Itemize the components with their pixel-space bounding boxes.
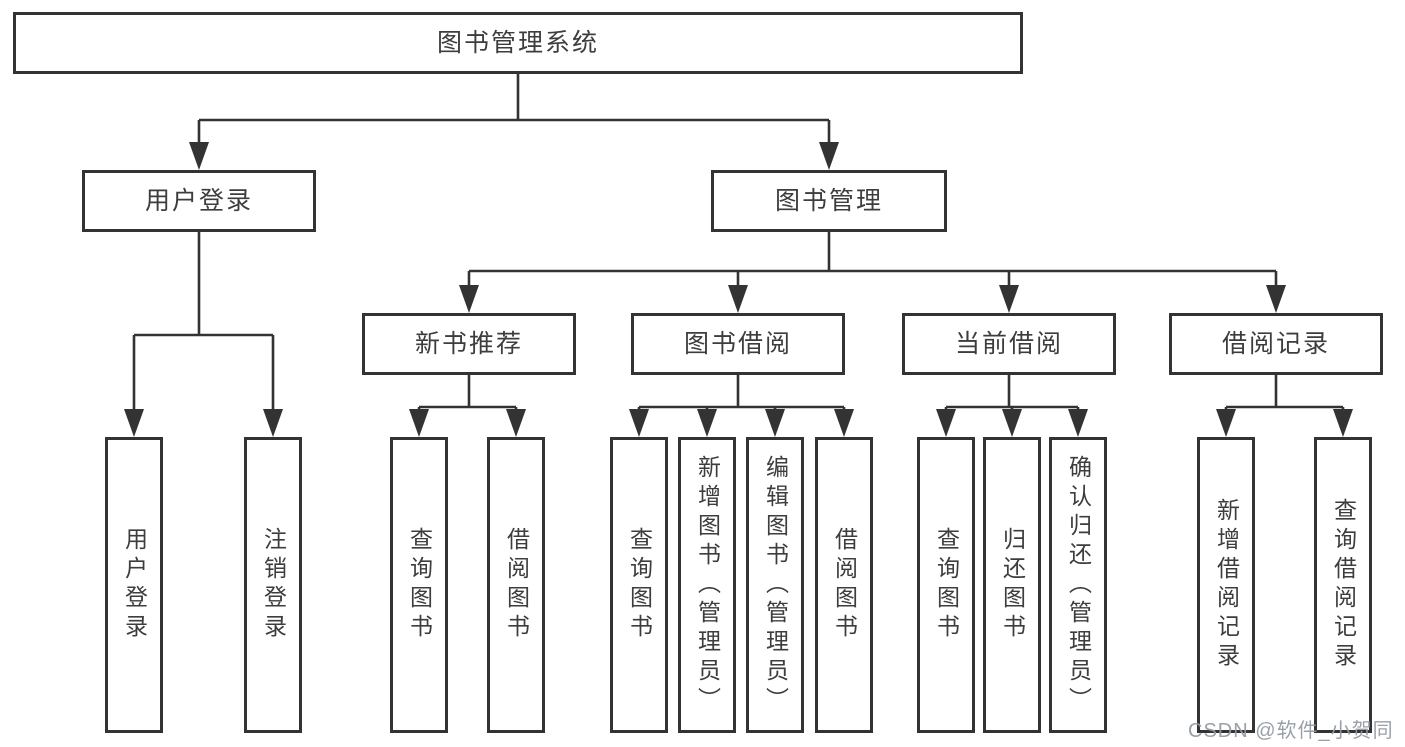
arrowhead bbox=[506, 409, 526, 437]
leaf-borrow-borrow-book: 借阅图书 bbox=[815, 437, 873, 733]
node-current-borrow: 当前借阅 bbox=[902, 313, 1116, 375]
leaf-user-login: 用户登录 bbox=[105, 437, 163, 733]
node-new-book-recommend: 新书推荐 bbox=[362, 313, 576, 375]
arrowhead bbox=[1002, 409, 1022, 437]
arrowhead bbox=[1333, 409, 1353, 437]
connector-book-borrow-to-children bbox=[637, 375, 846, 416]
arrowhead bbox=[936, 409, 956, 437]
leaf-newbook-query-book: 查询图书 bbox=[390, 437, 448, 733]
leaf-current-return-book: 归还图书 bbox=[983, 437, 1041, 733]
arrowhead bbox=[629, 409, 649, 437]
arrowhead bbox=[697, 409, 717, 437]
leaf-borrow-query-book: 查询图书 bbox=[610, 437, 668, 733]
connector-new-book-to-children bbox=[417, 375, 518, 416]
leaf-borrow-edit-book-admin: 编辑图书（管理员） bbox=[746, 437, 804, 733]
node-book-borrow: 图书借阅 bbox=[631, 313, 845, 375]
leaf-record-query-borrow-record: 查询借阅记录 bbox=[1314, 437, 1372, 733]
arrowhead bbox=[819, 142, 839, 170]
arrowhead bbox=[124, 409, 144, 437]
arrowhead bbox=[999, 285, 1019, 313]
arrowhead bbox=[834, 409, 854, 437]
connector-user-login-to-children bbox=[132, 232, 275, 416]
leaf-record-add-borrow-record: 新增借阅记录 bbox=[1197, 437, 1255, 733]
arrowhead bbox=[728, 285, 748, 313]
leaf-logout: 注销登录 bbox=[244, 437, 302, 733]
arrowhead bbox=[1068, 409, 1088, 437]
arrowhead bbox=[409, 409, 429, 437]
arrowhead bbox=[263, 409, 283, 437]
node-borrow-record: 借阅记录 bbox=[1169, 313, 1383, 375]
connector-root-to-level2 bbox=[197, 68, 831, 148]
arrowhead bbox=[765, 409, 785, 437]
arrowhead bbox=[1266, 285, 1286, 313]
leaf-current-query-book: 查询图书 bbox=[917, 437, 975, 733]
node-book-management: 图书管理 bbox=[711, 170, 947, 232]
node-user-login: 用户登录 bbox=[82, 170, 316, 232]
connector-borrow-record-to-children bbox=[1224, 375, 1345, 416]
arrowhead bbox=[1216, 409, 1236, 437]
arrowhead bbox=[189, 142, 209, 170]
leaf-newbook-borrow-book: 借阅图书 bbox=[487, 437, 545, 733]
connector-book-mgmt-to-children bbox=[467, 232, 1278, 292]
arrowhead bbox=[459, 285, 479, 313]
leaf-current-confirm-return-admin: 确认归还（管理员） bbox=[1049, 437, 1107, 733]
leaf-borrow-add-book-admin: 新增图书（管理员） bbox=[678, 437, 736, 733]
node-root-library-system: 图书管理系统 bbox=[13, 12, 1023, 74]
csdn-watermark: CSDN @软件_小贺同学 bbox=[1188, 720, 1394, 742]
